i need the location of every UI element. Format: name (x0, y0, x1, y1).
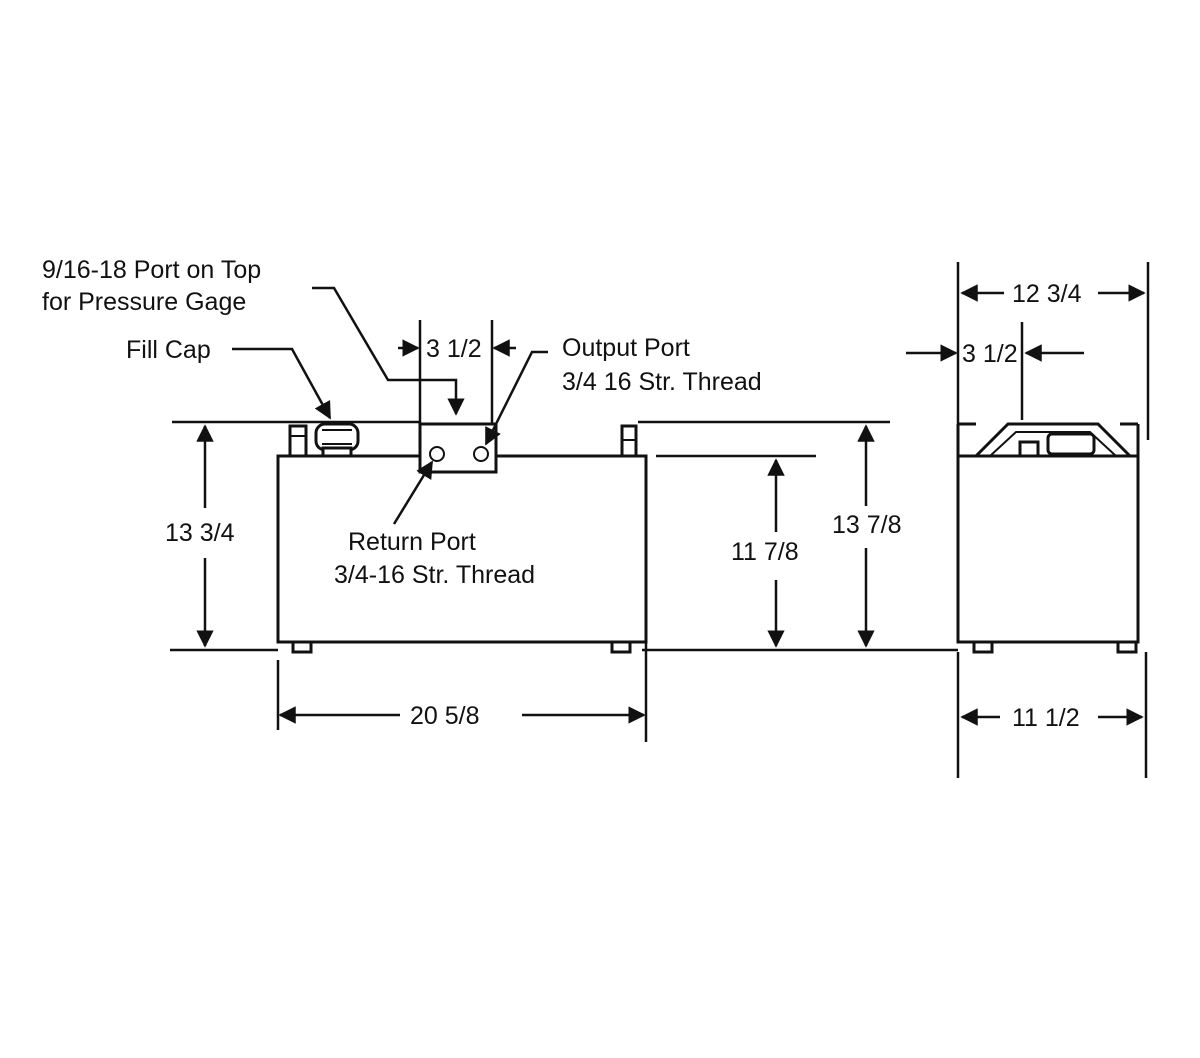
callout-output-port-line2: 3/4 16 Str. Thread (562, 368, 762, 396)
dim-label-body-height: 11 7/8 (731, 538, 799, 566)
front-foot-right (610, 640, 632, 654)
dim-label-height-to-top-fitting: 13 7/8 (832, 511, 902, 539)
callout-pressure-port-line1: 9/16-18 Port on Top (42, 256, 261, 284)
side-handle (974, 422, 1132, 458)
callout-fill-cap: Fill Cap (126, 336, 332, 420)
fill-cap-icon (314, 422, 360, 458)
front-foot-left (291, 640, 313, 654)
callout-return-port: Return Port 3/4-16 Str. Thread (334, 460, 535, 589)
side-view (956, 422, 1140, 654)
dim-front-port-spacing: 3 1/2 (398, 335, 516, 363)
callout-fill-cap-label: Fill Cap (126, 336, 211, 364)
extension-lines (170, 262, 1150, 778)
dim-side-port-spacing: 3 1/2 (906, 340, 1084, 368)
callout-pressure-port-line2: for Pressure Gage (42, 288, 246, 316)
output-port-hole (473, 446, 489, 462)
dim-label-side-base-width: 11 1/2 (1012, 704, 1080, 732)
dim-body-height: 11 7/8 (731, 458, 799, 648)
callout-return-port-line1: Return Port (348, 528, 476, 556)
callout-pressure-port: 9/16-18 Port on Top for Pressure Gage (42, 256, 465, 416)
front-view (276, 422, 648, 654)
dim-front-overall-height: 13 3/4 (165, 424, 235, 648)
dim-label-side-port-spacing: 3 1/2 (962, 340, 1018, 368)
dim-side-base-width: 11 1/2 (960, 704, 1144, 732)
callout-output-port: Output Port 3/4 16 Str. Thread (484, 334, 762, 446)
dim-label-front-overall-height: 13 3/4 (165, 519, 235, 547)
side-tank-body (956, 454, 1140, 644)
dim-label-front-length: 20 5/8 (410, 702, 480, 730)
dim-height-to-top-fitting: 13 7/8 (832, 424, 902, 648)
breather-fitting (288, 424, 308, 458)
dim-side-overall-width: 12 3/4 (960, 280, 1146, 308)
callout-return-port-line2: 3/4-16 Str. Thread (334, 561, 535, 589)
dim-label-front-port-spacing: 3 1/2 (426, 335, 482, 363)
front-tank-body (276, 454, 648, 644)
dim-front-length: 20 5/8 (278, 702, 646, 730)
return-port-hole (429, 446, 445, 462)
dim-label-side-overall-width: 12 3/4 (1012, 280, 1082, 308)
callout-output-port-line1: Output Port (562, 334, 690, 362)
